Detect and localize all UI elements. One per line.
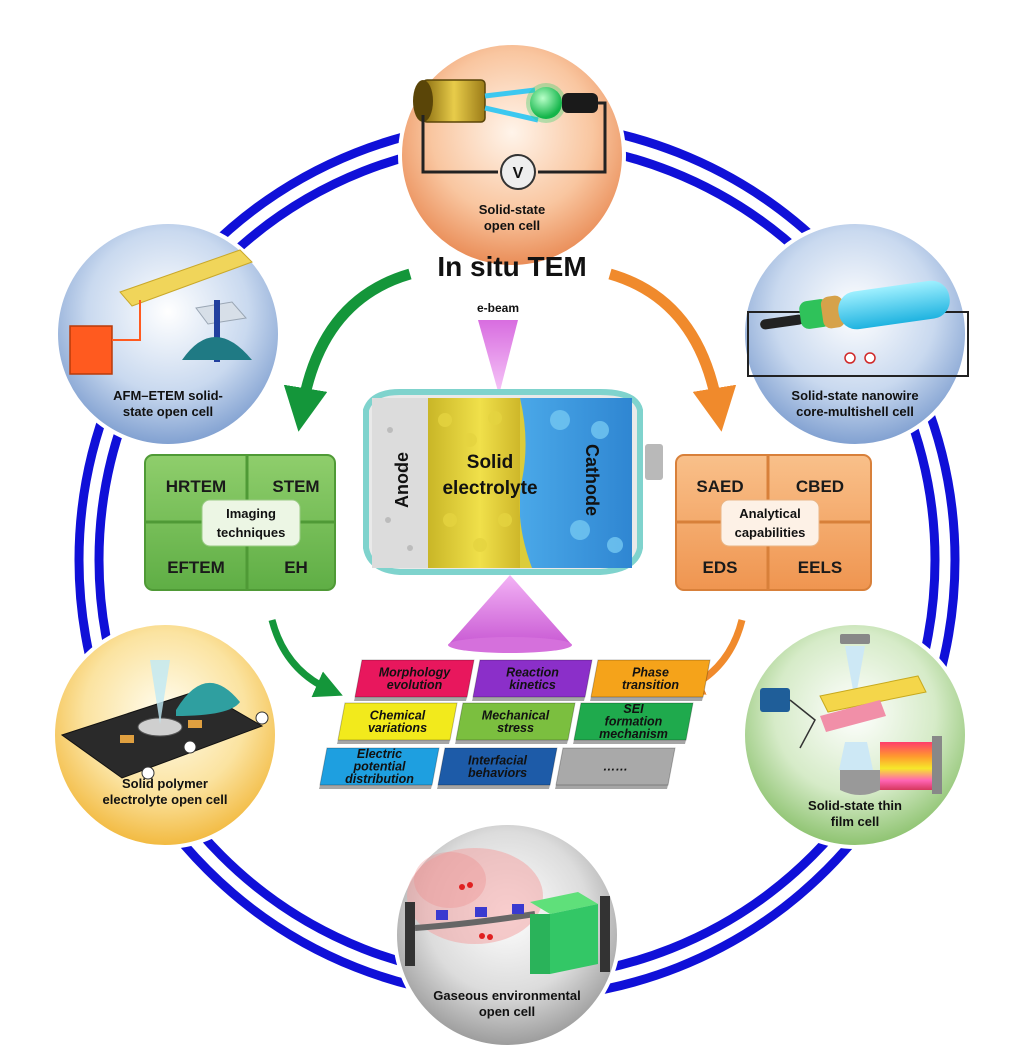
- cathode-label: Cathode: [582, 444, 602, 516]
- diagram-title: In situ TEM: [437, 251, 586, 282]
- solid-electrolyte-label-line1: Solid: [467, 452, 513, 473]
- solid-electrolyte-label-line2: electrolyte: [442, 478, 537, 499]
- tile-label: Mechanical: [482, 708, 550, 722]
- battery-cell: Anode Solid electrolyte Cathode: [363, 389, 663, 575]
- eftem-label: EFTEM: [167, 558, 225, 577]
- tile-label: SEI: [623, 702, 644, 716]
- tile-label: mechanism: [599, 727, 668, 741]
- tile-shadow: [573, 740, 686, 744]
- tile-shape: [337, 702, 458, 741]
- analytical-center-line2: capabilities: [735, 525, 806, 540]
- tile-shadow: [354, 697, 467, 701]
- caption-upper-right-line1: Solid-state nanowire: [791, 388, 918, 403]
- tile-label: Phase: [632, 665, 669, 679]
- cell-solid-state-open: V Solid-state open cell: [398, 41, 626, 269]
- caption-upper-right-line2: core-multishell cell: [796, 404, 914, 419]
- tile-shape: [472, 659, 593, 698]
- caption-lower-right-line2: film cell: [831, 814, 879, 829]
- anode-label: Anode: [392, 452, 412, 508]
- cell-afm-etem: AFM–ETEM solid- state open cell: [54, 220, 282, 448]
- cell-nanowire-core-multishell: Solid-state nanowire core-multishell cel…: [741, 220, 969, 448]
- cell-solid-state-thin-film: Solid-state thin film cell: [741, 621, 969, 849]
- tile-label: transition: [622, 678, 679, 692]
- tile-more: ……: [555, 747, 676, 789]
- caption-upper-left-line1: AFM–ETEM solid-: [113, 388, 223, 403]
- stem-label: STEM: [272, 477, 319, 496]
- tile-label: kinetics: [509, 678, 556, 692]
- tile-label: Morphology: [379, 665, 452, 679]
- imaging-center-line2: techniques: [217, 525, 286, 540]
- cone-icon: [448, 575, 572, 645]
- tile-shadow: [337, 740, 450, 744]
- hrtem-label: HRTEM: [166, 477, 226, 496]
- eh-label: EH: [284, 558, 308, 577]
- cell-solid-polymer-electrolyte: Solid polymer electrolyte open cell: [51, 621, 279, 849]
- eels-label: EELS: [798, 558, 842, 577]
- caption-bottom-line2: open cell: [479, 1004, 535, 1019]
- eds-label: EDS: [703, 558, 738, 577]
- caption-lower-left-line2: electrolyte open cell: [103, 792, 228, 807]
- tile-shadow: [437, 785, 550, 789]
- caption-lower-left-line1: Solid polymer: [122, 776, 208, 791]
- imaging-center-line1: Imaging: [226, 506, 276, 521]
- tile-label: behaviors: [468, 766, 527, 780]
- tile-shape: [455, 702, 576, 741]
- tile-label: evolution: [387, 678, 443, 692]
- caption-top-line1: Solid-state: [479, 202, 545, 217]
- tile-label: Electric: [357, 747, 402, 761]
- svg-text:V: V: [513, 165, 524, 182]
- analytical-center-line1: Analytical: [739, 506, 800, 521]
- saed-label: SAED: [696, 477, 743, 496]
- ebeam-label: e-beam: [477, 301, 519, 315]
- imaging-techniques-panel: HRTEM STEM EFTEM EH Imaging techniques: [144, 454, 336, 591]
- tile-shape: [354, 659, 475, 698]
- tile-label: Interfacial: [468, 753, 528, 767]
- tile-label: potential: [352, 760, 406, 774]
- tile-shadow: [472, 697, 585, 701]
- arrow-to-analytical: [608, 268, 737, 432]
- caption-lower-right-line1: Solid-state thin: [808, 798, 902, 813]
- cell-gaseous-environmental: Gaseous environmental open cell: [393, 821, 621, 1046]
- caption-bottom-line1: Gaseous environmental: [433, 988, 580, 1003]
- caption-upper-left-line2: state open cell: [123, 404, 213, 419]
- tile-label: ……: [603, 760, 628, 774]
- tile-shape: [319, 747, 440, 786]
- tile-label: distribution: [345, 772, 414, 786]
- tile-shadow: [590, 697, 703, 701]
- tile-label: variations: [368, 721, 427, 735]
- tile-label: formation: [605, 715, 663, 729]
- analytical-capabilities-panel: SAED CBED EDS EELS Analytical capabiliti…: [675, 454, 872, 591]
- ebeam-cone: [478, 320, 518, 395]
- tile-label: stress: [497, 721, 534, 735]
- tile-shadow: [455, 740, 568, 744]
- tile-shadow: [555, 785, 668, 789]
- tile-label: Chemical: [370, 708, 426, 722]
- phenomena-grid: MorphologyevolutionReactionkineticsPhase…: [319, 659, 711, 789]
- cbed-label: CBED: [796, 477, 844, 496]
- tile-shape: [437, 747, 558, 786]
- tile-shape: [590, 659, 711, 698]
- voltmeter-icon: [500, 154, 536, 190]
- tile-label: Reaction: [506, 665, 559, 679]
- arrow-to-imaging: [283, 268, 412, 432]
- tile-shape: [573, 702, 694, 741]
- arrow-imaging-to-tiles: [268, 619, 343, 698]
- tile-shape: [555, 747, 676, 786]
- tile-shadow: [319, 785, 432, 789]
- caption-top-line2: open cell: [484, 218, 540, 233]
